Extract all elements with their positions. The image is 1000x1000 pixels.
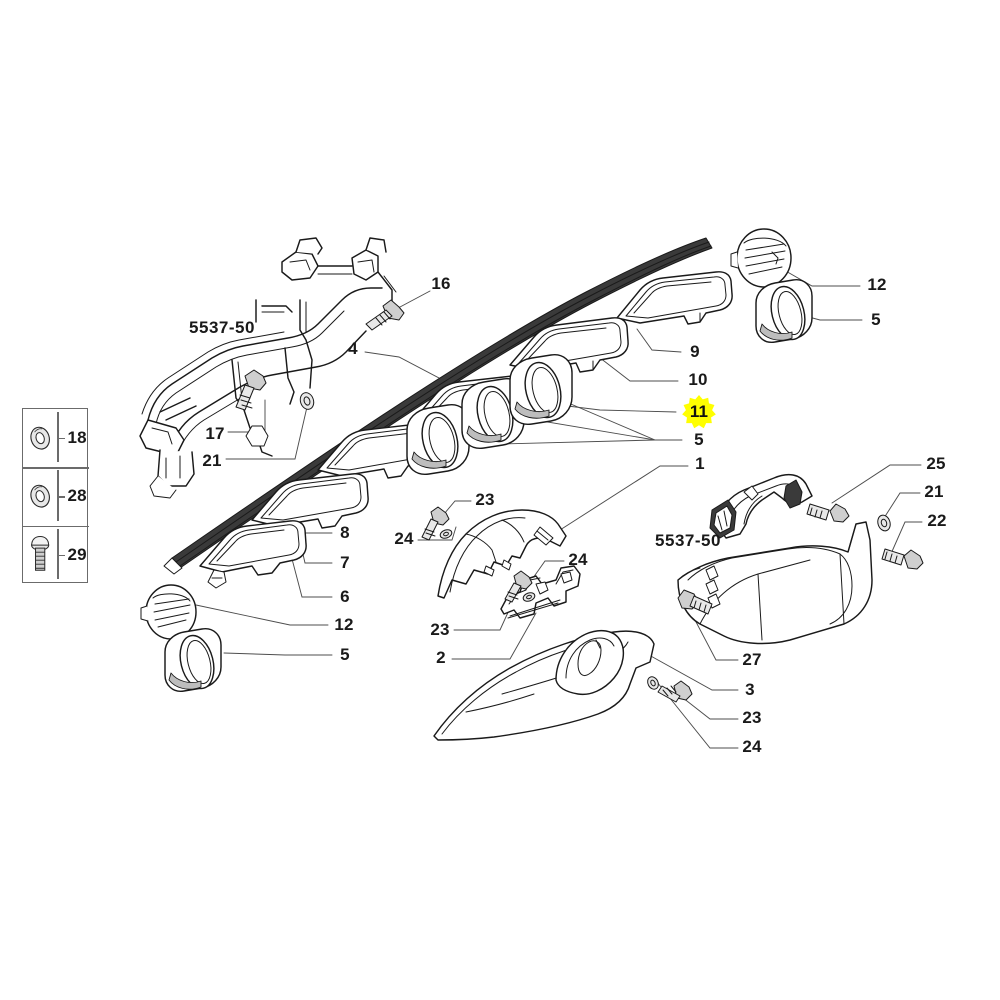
bolt-23-bottom (657, 680, 693, 703)
callout-5-topright[interactable]: 5 (871, 310, 881, 329)
callout-24-mid[interactable]: 24 (568, 550, 588, 569)
duct-housing-right-27 (677, 521, 873, 645)
legend-cell-separator (57, 412, 59, 463)
bolt-27 (677, 589, 713, 615)
steering-column-cover-1 (437, 509, 567, 599)
callout-3[interactable]: 3 (745, 680, 755, 699)
callout-23-upper[interactable]: 23 (475, 490, 495, 509)
dash-panel-7 (251, 473, 369, 529)
legend-row-18[interactable]: 18 (23, 409, 89, 467)
bolt-23-upper (421, 506, 450, 541)
vent-grille-top-right (730, 228, 792, 288)
legend-row-29[interactable]: 29 (23, 526, 89, 584)
bolt-icon (31, 535, 50, 571)
code-duct-right: 5537-50 (655, 531, 721, 550)
callout-23-lower[interactable]: 23 (430, 620, 450, 639)
callout-2[interactable]: 2 (436, 648, 446, 667)
code-crossbeam: 5537-50 (189, 318, 255, 337)
legend-tick (58, 496, 66, 498)
bolt-22 (881, 548, 924, 570)
callout-16[interactable]: 16 (431, 274, 451, 293)
callout-5-left[interactable]: 5 (340, 645, 350, 664)
lower-dash-panel-3 (433, 629, 655, 741)
legend-row-28[interactable]: 28 (23, 467, 89, 525)
callout-27[interactable]: 27 (742, 650, 762, 669)
callout-24-upper[interactable]: 24 (394, 529, 414, 548)
callout-10[interactable]: 10 (688, 370, 708, 389)
legend-row-28-label: 28 (67, 486, 87, 506)
washer-21-right (877, 514, 891, 532)
washer-21 (299, 392, 315, 410)
washer-icon (30, 426, 50, 450)
callout-8[interactable]: 8 (340, 523, 350, 542)
vent-grille-lower-left (140, 584, 197, 640)
legend-cell-separator (57, 470, 59, 521)
dash-panel-6 (199, 520, 307, 589)
air-duct-right-25 (709, 473, 813, 539)
legend-tick (58, 554, 66, 556)
callout-6[interactable]: 6 (340, 587, 350, 606)
legend-tick (58, 438, 66, 440)
callout-9[interactable]: 9 (690, 342, 700, 361)
crossbeam-assembly (139, 237, 397, 499)
callout-21-left[interactable]: 21 (202, 451, 222, 470)
washer-23-lower (522, 592, 536, 602)
callout-24-bottom[interactable]: 24 (742, 737, 762, 756)
legend-row-29-label: 29 (67, 544, 87, 564)
legend-row-18-label: 18 (67, 428, 87, 448)
bolt-16 (365, 299, 405, 331)
duct-ring-top-right (755, 278, 813, 344)
callout-22[interactable]: 22 (927, 511, 947, 530)
callout-4[interactable]: 4 (348, 339, 358, 358)
washer-icon (30, 485, 50, 508)
callout-7[interactable]: 7 (340, 553, 350, 572)
callout-23-bottom[interactable]: 23 (742, 708, 762, 727)
callout-12-left[interactable]: 12 (334, 615, 354, 634)
callout-5-center[interactable]: 5 (694, 430, 704, 449)
callout-25[interactable]: 25 (926, 454, 946, 473)
washer-24-bottom (647, 676, 659, 690)
washer-24-upper (439, 529, 453, 539)
duct-ring-lower-left (164, 627, 222, 693)
callout-21-right[interactable]: 21 (924, 482, 944, 501)
duct-ring-center-1 (406, 403, 470, 476)
bolt-25 (806, 503, 850, 523)
legend-divider (23, 525, 89, 528)
callout-1[interactable]: 1 (695, 454, 705, 473)
callout-11[interactable]: 11 (689, 402, 709, 421)
legend-cell-separator (57, 528, 59, 579)
dash-panel-9 (616, 271, 733, 325)
callout-17[interactable]: 17 (205, 424, 225, 443)
bolt-24-mid (504, 570, 533, 603)
duct-ring-center-3 (509, 353, 573, 426)
bolt-17 (235, 369, 267, 411)
duct-ring-center-2 (461, 377, 525, 450)
callout-12-topright[interactable]: 12 (867, 275, 887, 294)
bracket-2 (500, 565, 581, 619)
legend-box: 18 28 29 (22, 408, 89, 584)
legend-divider (23, 467, 89, 469)
